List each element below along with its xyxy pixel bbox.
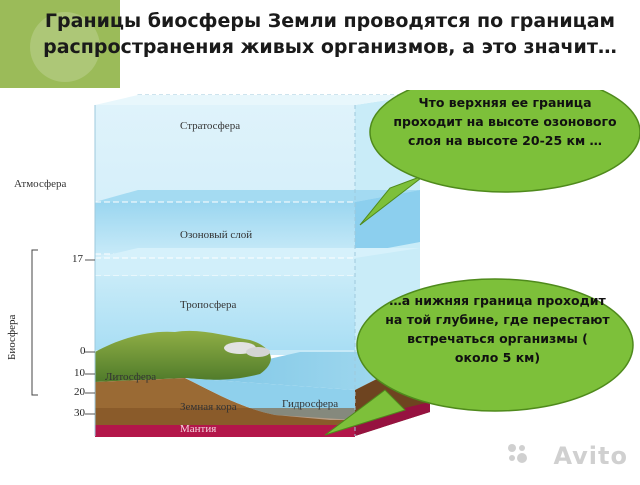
scale-label-20: 20: [74, 386, 85, 398]
tropopause-band: [95, 258, 355, 276]
scale-label-30: 30: [74, 407, 85, 419]
bubble-bottom-text: …а нижняя граница проходит на той глубин…: [385, 293, 610, 365]
mantle-label: Мантия: [180, 423, 217, 435]
atmosphere-label: Атмосфера: [14, 178, 67, 190]
bubble-top-text: Что верхняя ее граница проходит на высот…: [393, 95, 617, 148]
mantle-side: [355, 402, 430, 436]
cloud: [246, 347, 270, 357]
watermark: Avito: [553, 442, 628, 470]
biosphere-label: Биосфера: [6, 314, 18, 360]
box-top: [95, 95, 420, 105]
scale-label-10: 10: [74, 367, 85, 379]
troposphere-label: Тропосфера: [180, 299, 237, 311]
bubble-bottom-shape: [356, 278, 634, 412]
bubble-bottom-pointer: [324, 389, 406, 436]
slide-title: Границы биосферы Земли проводятся по гра…: [43, 10, 617, 58]
ozone-top: [95, 190, 420, 202]
hydrosphere-label: Гидросфера: [282, 398, 339, 410]
ozone-layer: [95, 202, 355, 254]
scale-label-0: 0: [80, 345, 86, 357]
scale-label-17: 17: [72, 253, 83, 265]
ozone-side: [355, 190, 420, 254]
bubble-top-pointer: [359, 174, 426, 226]
lithosphere-label: Литосфера: [105, 371, 157, 383]
stratosphere-label: Стратосфера: [180, 120, 241, 132]
corner-decoration: [0, 0, 120, 88]
biosphere-bracket: [31, 249, 38, 396]
crust-label: Земная кора: [180, 401, 237, 413]
biosphere-diagram: Стратосфера Озоновый слой Тропосфера Лит…: [0, 71, 640, 480]
diagram-graphic: [31, 71, 640, 437]
tropopause-top: [95, 248, 420, 258]
ozone-label: Озоновый слой: [180, 229, 253, 241]
land-surface: [95, 330, 271, 382]
decoration-circle: [30, 12, 100, 82]
mantle-layer: [95, 425, 355, 437]
avito-logo-icon: [508, 444, 527, 463]
